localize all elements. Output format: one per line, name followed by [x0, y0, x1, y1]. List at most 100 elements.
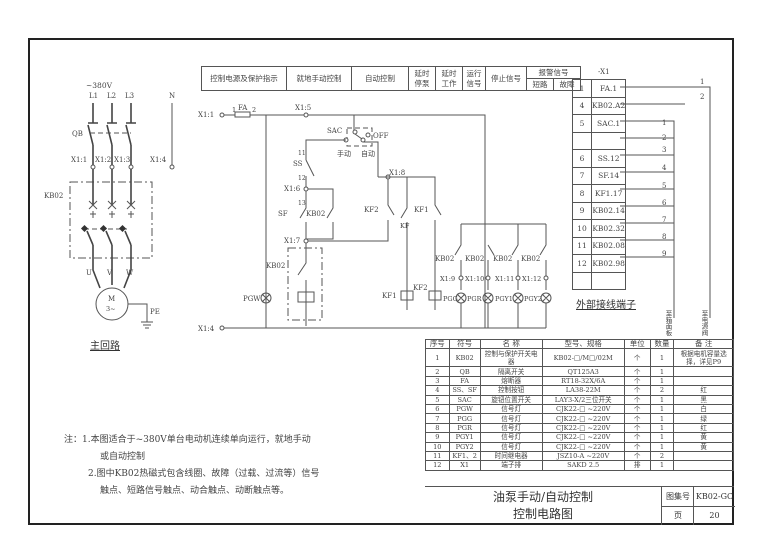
terminal-number: 11 [572, 236, 592, 255]
wire-no: 6 [662, 199, 667, 207]
kf1-coil [400, 290, 414, 301]
header-cell: 就地手动控制 [286, 66, 352, 91]
main-circuit-caption: 主回路 [90, 341, 120, 352]
bom-cell: 个 [623, 413, 651, 424]
page-number: 20 [693, 506, 735, 525]
terminal-connection [590, 271, 627, 290]
bom-cell: PGY1 [448, 432, 481, 443]
bom-cell: CJK22-□ ~220V [541, 441, 625, 452]
wire-no: 2 [662, 134, 666, 142]
bom-cell [673, 450, 734, 462]
bom-cell: CJK22-□ ~220V [541, 413, 625, 424]
bom-cell: 白 [673, 403, 734, 415]
terminal-row [572, 271, 627, 290]
terminal-number: 12 [572, 254, 592, 273]
lamp-pgw [260, 292, 272, 304]
voltage-label: ~380V [86, 81, 113, 90]
bom-cell: 1 [649, 348, 675, 368]
phase-l1-label: L1 [89, 92, 98, 100]
kb02-contact-label: KB02 [306, 210, 325, 218]
motor-symbol [95, 287, 129, 321]
wire-no: 8 [662, 233, 666, 241]
pe-label: PE [150, 308, 160, 316]
kb02-signal-label: KB02 [493, 255, 512, 263]
bom-cell: SAC [448, 394, 481, 405]
bom-cell [673, 460, 734, 471]
phase-n-label: N [169, 92, 175, 100]
bom-cell: 信号灯 [479, 432, 543, 443]
wire-no: 1 [662, 119, 666, 127]
pin-11: 11 [298, 150, 306, 157]
atlas-label: 图集号 [661, 487, 694, 507]
terminal-x1-9: X1:9 [440, 275, 455, 283]
bom-cell: RT18-32X/6A [541, 375, 625, 387]
bom-cell: 个 [623, 366, 651, 377]
terminal-x1-3-label: X1:3 [114, 156, 130, 164]
main-circuit: ~380V L1 L2 L3 N QB X1:1 X1:2 X1:3 X1:4 … [44, 81, 175, 329]
terminal-row [572, 131, 627, 150]
output-v-label: V [106, 269, 113, 277]
bom-cell: 控制与保护开关电器 [479, 348, 543, 368]
bom-cell: 个 [623, 403, 651, 415]
terminal-number [572, 131, 592, 150]
title-block: 油泵手动/自动控制 控制电路图 图集号 KB02-GC 页 20 [425, 486, 735, 525]
terminal-x1-8: X1:8 [389, 169, 405, 177]
terminal-number [572, 271, 592, 290]
bom-cell: 11 [425, 450, 450, 462]
terminal-connection: FA.1 [590, 79, 627, 98]
terminal-x1-6: X1:6 [284, 185, 301, 193]
bom-cell: 12 [425, 460, 450, 471]
terminal-number: 9 [572, 201, 592, 220]
atlas-number: KB02-GC [693, 487, 735, 507]
wire-no: 4 [662, 164, 667, 172]
terminal-x1-10: X1:10 [465, 275, 484, 283]
ss-label: SS [293, 160, 303, 168]
header-cell: 延时停泵 [408, 66, 436, 91]
kb02-main-label: KB02 [44, 192, 63, 200]
terminal-connection: KF1.17 [590, 184, 627, 203]
qb-label: QB [72, 130, 83, 138]
kf1-coil-label: KF1 [382, 292, 397, 300]
header-cell: 延时工作 [435, 66, 463, 91]
terminal-x1-12: X1:12 [522, 275, 541, 283]
header-cell: 停止信号 [485, 66, 527, 91]
title-line-1: 油泵手动/自动控制 [492, 490, 594, 504]
bom-cell: 个 [623, 375, 651, 387]
bom-cell: 个 [623, 450, 651, 462]
bom-cell: CJK22-□ ~220V [541, 422, 625, 434]
motor-label: M [108, 295, 115, 303]
wire-no: 5 [662, 182, 666, 190]
header-cell: 控制电源及保护指示 [201, 66, 287, 91]
kf2-coil [428, 290, 442, 301]
bom-cell: 个 [623, 422, 651, 434]
kb02-coil [297, 291, 315, 303]
terminal-connection: SF.14 [590, 166, 627, 185]
terminal-strip-name: -X1 [598, 68, 610, 76]
bom-cell: SS、SF [448, 385, 481, 396]
terminal-number: 5 [572, 114, 592, 133]
bom-cell: 2 [425, 366, 450, 377]
bom-cell: 个 [623, 394, 651, 405]
bom-cell: 1 [425, 348, 450, 368]
bom-cell: 熔断器 [479, 375, 543, 387]
notes: 注：1.本图适合于~380V单台电动机连续单向运行，就地手动 或自动控制 2.图… [64, 432, 319, 500]
wire-no: 3 [662, 146, 666, 154]
bom-cell: 9 [425, 432, 450, 443]
note-line: 触点、短路信号触点、动合触点、动断触点等。 [100, 486, 290, 496]
sac-label: SAC [327, 127, 342, 135]
sf-label: SF [278, 210, 288, 218]
bom-header-cell: 型号、规格 [541, 338, 625, 350]
bom-cell: 1 [649, 422, 675, 434]
